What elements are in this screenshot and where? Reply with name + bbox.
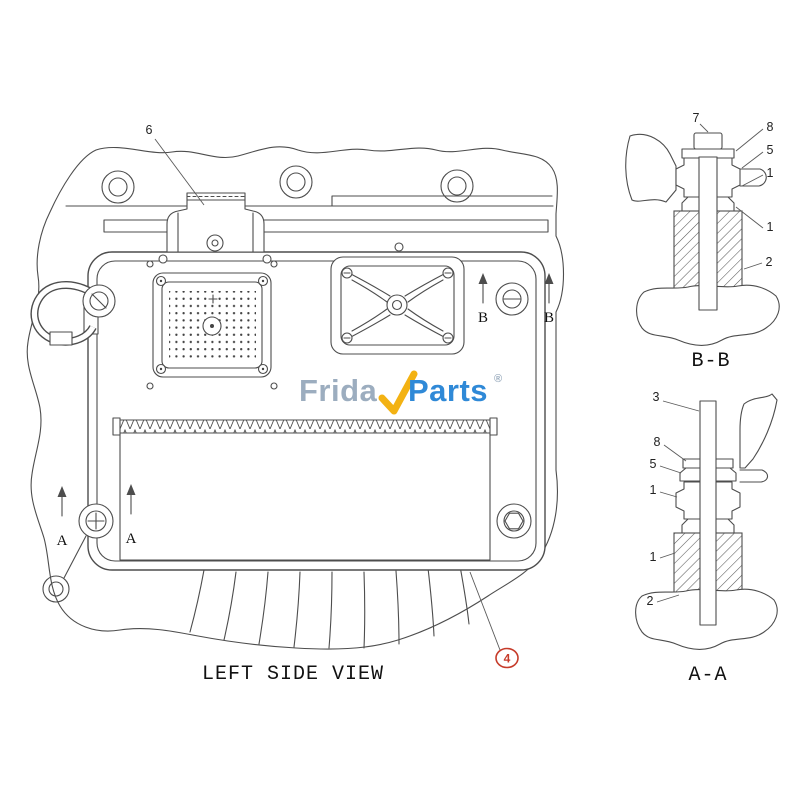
braced-connector: [330, 242, 465, 355]
section-arrows-a: A A: [57, 484, 137, 549]
mounting-boss-top-mid: [279, 165, 313, 199]
aa-stud-shaft: [699, 400, 717, 626]
callout-aa-2: 2: [647, 594, 680, 608]
mounting-boss-bottom-left: [42, 575, 70, 603]
corner-bolt-bottom-right: [496, 503, 532, 539]
aa-bracket-wedge-right: [739, 393, 778, 469]
section-bb-label: B-B: [691, 350, 730, 373]
ecm-inner-edge: [96, 260, 537, 562]
callout-aa-1-upper: 1: [650, 483, 678, 498]
section-arrows-b: B B: [478, 273, 554, 326]
ecm-lower-panel: [119, 433, 491, 561]
callout-bb-1-upper-number: 1: [767, 166, 774, 180]
serrated-rail: [112, 417, 498, 436]
corner-bolt-top-right: [495, 282, 529, 316]
arrow-label-b2: B: [544, 310, 554, 326]
bb-bolt-shaft: [698, 156, 718, 311]
callout-aa-3-number: 3: [653, 390, 660, 404]
section-view-aa: 3 8 5 1 1 2 A-A: [635, 390, 778, 687]
main-view: A A B B 6 4 LEFT SIDE VIEW: [26, 123, 564, 686]
pin-connector: [146, 260, 278, 390]
corner-bolt-bottom-left: [78, 503, 114, 539]
callout-bb-7: 7: [693, 111, 709, 133]
callout-aa-8-number: 8: [654, 435, 661, 449]
callout-bb-2: 2: [743, 255, 773, 270]
watermark-text-frida: Frida: [299, 373, 378, 408]
callout-aa-1-lower: 1: [650, 550, 676, 564]
arrow-label-a2: A: [126, 531, 137, 547]
bb-bracket-stub-right: [739, 168, 767, 187]
aa-bracket-stub-right: [739, 469, 769, 483]
callout-6-number: 6: [146, 123, 153, 137]
callout-aa-5-number: 5: [650, 457, 657, 471]
engine-surface-outline: [26, 146, 564, 650]
callout-bb-5-number: 5: [767, 143, 774, 157]
callout-bb-1-lower-number: 1: [767, 220, 774, 234]
watermark: Frida Parts ®: [299, 370, 502, 415]
callout-6: 6: [146, 123, 205, 206]
callout-bb-8: 8: [735, 120, 774, 152]
arrow-label-b1: B: [478, 310, 488, 326]
callout-bb-2-number: 2: [766, 255, 773, 269]
callout-bb-1-upper: 1: [741, 166, 774, 187]
top-flange-rails: [103, 219, 549, 233]
callout-bb-7-number: 7: [693, 111, 700, 125]
section-view-bb: 7 8 5 1 1 2 B-B: [625, 111, 780, 373]
watermark-check-icon: [378, 370, 418, 415]
callout-bb-8-number: 8: [767, 120, 774, 134]
callout-aa-8: 8: [654, 435, 687, 462]
watermark-text-parts: Parts: [408, 373, 488, 408]
bb-bracket-arm-left: [625, 134, 677, 203]
watermark-registered-mark: ®: [494, 373, 502, 385]
callout-bb-5: 5: [741, 143, 774, 169]
view-title: LEFT SIDE VIEW: [202, 663, 384, 686]
callout-bb-1-lower: 1: [735, 206, 774, 234]
callout-4-number: 4: [504, 652, 511, 666]
harness-bracket: [154, 192, 276, 264]
mounting-boss-top-left: [101, 170, 135, 204]
callout-aa-3: 3: [653, 390, 700, 412]
callout-4-red-circle: [495, 647, 519, 669]
callout-aa-2-number: 2: [647, 594, 654, 608]
bottom-ribs: [189, 565, 470, 649]
bb-bolt-head: [693, 132, 723, 150]
callout-4: 4: [469, 571, 519, 669]
surface-seams: [65, 195, 554, 207]
callout-aa-1-lower-number: 1: [650, 550, 657, 564]
mounting-boss-top-right: [440, 169, 474, 203]
corner-bolt-top-left: [82, 284, 116, 318]
bottom-left-torn-line: [63, 535, 87, 579]
arrow-label-a1: A: [57, 533, 68, 549]
callout-aa-5: 5: [650, 457, 682, 474]
section-aa-label: A-A: [688, 664, 727, 687]
callout-aa-1-upper-number: 1: [650, 483, 657, 497]
